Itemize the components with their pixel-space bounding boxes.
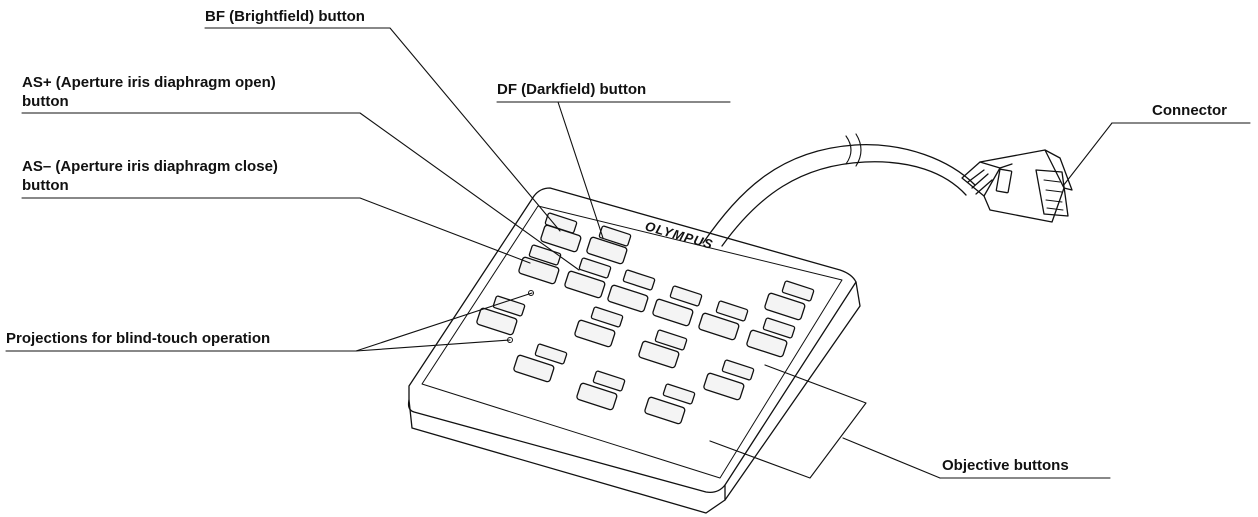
label-df-button: DF (Darkfield) button <box>497 81 647 98</box>
label-connector: Connector <box>1152 102 1227 119</box>
label-objective-buttons: Objective buttons <box>942 457 1069 474</box>
label-projections: Projections for blind-touch operation <box>6 330 271 347</box>
label-as-plus-line2: button <box>22 93 69 110</box>
label-as-plus-line1: AS+ (Aperture iris diaphragm open) <box>22 74 276 91</box>
label-bf-button: BF (Brightfield) button <box>205 8 365 25</box>
brand-logo: OLYMPUS <box>643 218 715 252</box>
connector <box>961 149 1073 223</box>
keypad-buttons <box>476 212 815 425</box>
leader-lines <box>5 27 1251 479</box>
cable <box>702 133 976 247</box>
keypad-body <box>407 187 861 514</box>
label-as-minus-line1: AS– (Aperture iris diaphragm close) <box>22 158 278 175</box>
label-as-minus-line2: button <box>22 177 69 194</box>
